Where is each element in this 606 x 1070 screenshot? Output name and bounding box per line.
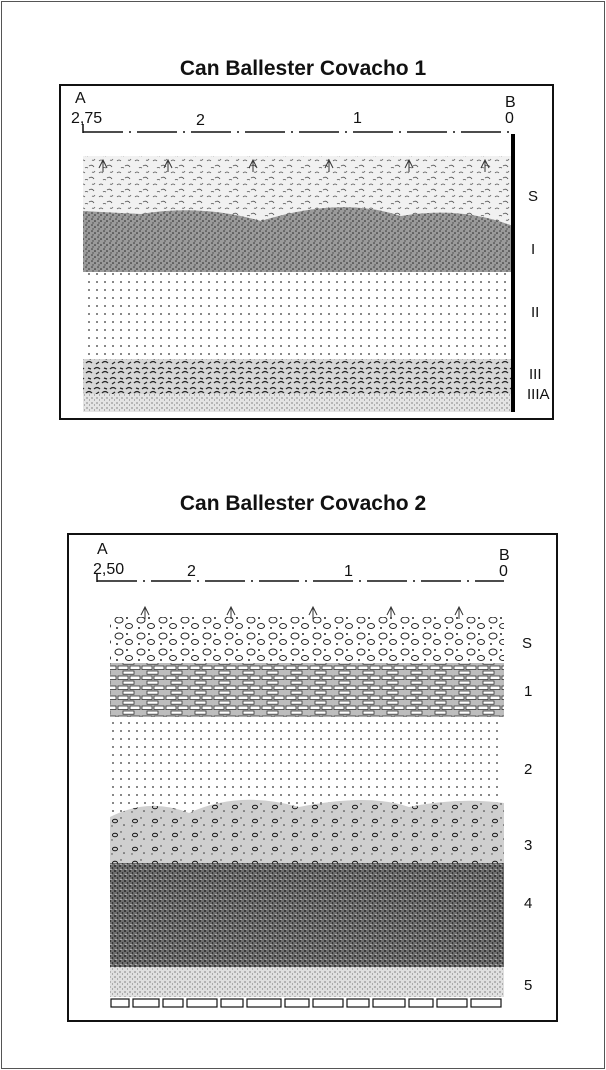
figure2-layer-label-4: 4 <box>524 895 533 912</box>
figure2-section-drawing <box>96 573 504 1008</box>
figure2-point-a: A <box>97 541 108 558</box>
figure2-point-b: B <box>499 547 510 564</box>
figure1-layer-label-s: S <box>528 188 539 205</box>
figure1-scale-1: 2 <box>196 112 205 129</box>
figure1-vegetation-marks <box>98 158 490 172</box>
figure1-scale-2: 1 <box>353 110 362 127</box>
figure1-layer-label-iiia: IIIA <box>527 386 550 403</box>
figure1-layer-ii <box>83 272 513 359</box>
figure2-scale-3: 0 <box>499 563 508 580</box>
figure1-scale-3: 0 <box>505 110 514 127</box>
figure2-layer-5 <box>110 967 504 997</box>
figure1-layer-label-i: I <box>531 241 536 258</box>
figure1-point-b: B <box>505 94 516 111</box>
figure2-vegetation-marks <box>140 605 464 619</box>
figure2-layer-label-3: 3 <box>524 837 533 854</box>
figure2-layer-1 <box>110 663 504 717</box>
figure1-layer-label-iii: III <box>529 366 542 383</box>
figure1-layer-label-ii: II <box>531 304 540 321</box>
figure2-scale-2: 1 <box>344 563 353 580</box>
figure1-scale-0: 2,75 <box>71 110 103 127</box>
figure2-scale-1: 2 <box>187 563 196 580</box>
figure2-layer-3 <box>110 799 504 863</box>
figure1-point-a: A <box>75 90 86 107</box>
figure2-layer-label-s: S <box>522 635 533 652</box>
figure1-title: Can Ballester Covacho 1 <box>179 57 427 80</box>
figure1-layer-iii <box>83 359 513 394</box>
figure2-layer-4 <box>110 863 504 967</box>
figure1-frame: A B 2,75 2 1 0 S I II III IIIA <box>59 84 554 420</box>
figure2-layer-2 <box>110 717 504 817</box>
figure2-layer-label-1: 1 <box>524 683 533 700</box>
figure2-layer-label-5: 5 <box>524 977 533 994</box>
figure2-layer-s <box>110 617 504 663</box>
figure2-base-blocks <box>110 998 502 1008</box>
figure1-layer-iiia <box>83 394 513 412</box>
figure2-frame: A B 2,50 2 1 0 S 1 2 3 4 5 <box>67 533 558 1022</box>
figure2-layer-label-2: 2 <box>524 761 533 778</box>
figure1-section-drawing <box>82 124 515 412</box>
figure1-layer-s <box>83 156 513 226</box>
figure2-scale-0: 2,50 <box>93 561 125 578</box>
figure2-title: Can Ballester Covacho 2 <box>179 492 427 515</box>
figure1-layer-i <box>83 207 513 272</box>
